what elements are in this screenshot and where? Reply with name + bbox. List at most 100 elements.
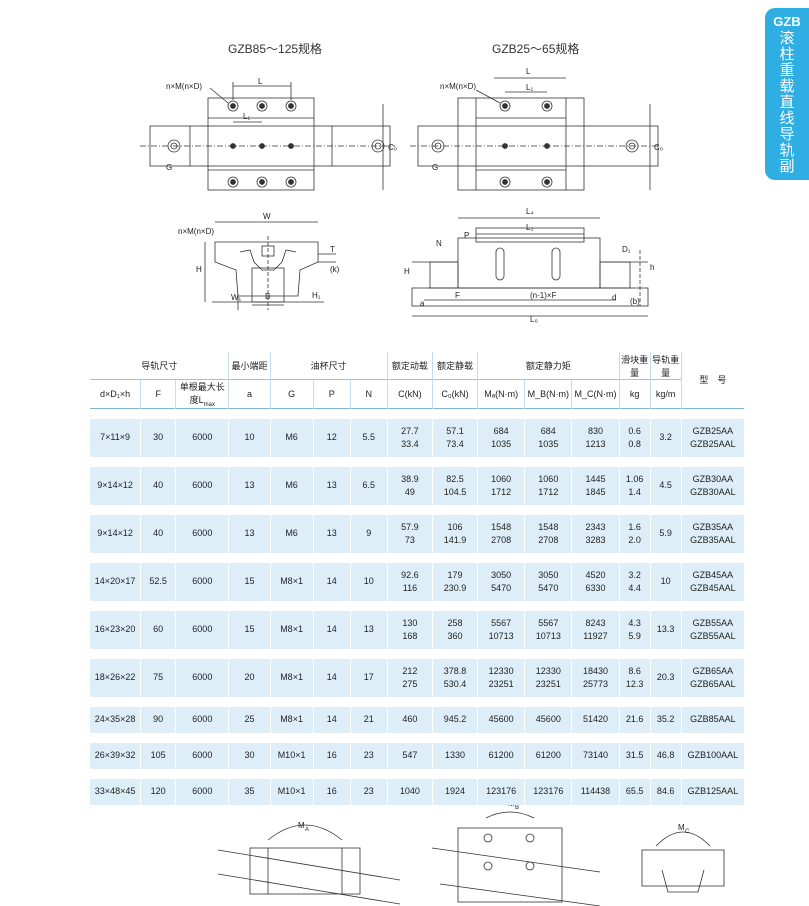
cell-line: 18430 [582, 665, 608, 676]
cell-mb: 45600 [524, 706, 572, 733]
cell-n: 23 [349, 778, 388, 805]
header-static-moment: 额定静力矩 [477, 352, 620, 380]
row-spacer [90, 648, 744, 659]
cell-line: GZB65AA [692, 665, 734, 676]
cell-p: 14 [312, 706, 351, 733]
cell-g: M8×1 [269, 658, 314, 697]
cell-ddh: 18×26×22 [94, 672, 136, 683]
cell-line: GZB65AAL [690, 678, 736, 689]
cell-mb: 123176 [524, 778, 572, 805]
cell-line: 684 [540, 425, 556, 436]
cell-line: GZB125AAL [687, 786, 739, 797]
cell-line: GZB100AAL [687, 750, 739, 761]
cell-line: 114438 [580, 786, 611, 797]
cell-line: 2.0 [628, 534, 641, 545]
header-rail-size: 导轨尺寸 [141, 361, 178, 371]
cell-line: 38.9 [401, 473, 419, 484]
cell-line: 1.6 [628, 521, 641, 532]
cell-kgm: 46.8 [649, 742, 682, 769]
cell-line: 1035 [491, 438, 512, 449]
cell-a: 15 [228, 610, 271, 649]
cell-f: 52.5 [140, 562, 176, 601]
header-oil-cup: 油杯尺寸 [269, 352, 388, 380]
cell-f: 75 [140, 658, 176, 697]
col-Lmax-label: 单根最大长度L [179, 382, 225, 405]
row-spacer [90, 696, 744, 707]
header-dynamic-load: 额定动载 [386, 352, 433, 380]
drawing-label-d1: D₁ [622, 245, 631, 254]
cell-model: GZB85AAL [680, 706, 744, 733]
drawing-label-ma: M [298, 821, 305, 830]
cell-line: 10713 [535, 630, 561, 641]
cell-line: 179 [447, 569, 463, 580]
cell-l: 6000 [175, 658, 229, 697]
figure-title-right: GZB25～65规格 [492, 42, 580, 56]
cell-f: 30 [140, 418, 176, 457]
cell-line: 5567 [538, 617, 559, 628]
col-G: G [269, 379, 314, 409]
drawing-label-h: h [650, 263, 654, 272]
cell-line: GZB45AA [692, 569, 734, 580]
cell-line: GZB45AAL [690, 582, 736, 593]
cell-line: 3.2 [628, 569, 641, 580]
cell-g: M10×1 [269, 778, 314, 805]
cell-line: 3050 [491, 569, 512, 580]
cell-kgm: 13.3 [649, 610, 682, 649]
cell-l: 6000 [175, 706, 229, 733]
drawing-label-l2: L₂ [526, 223, 534, 232]
cell-kg: 21.6 [618, 706, 651, 733]
cell-line: 2708 [491, 534, 512, 545]
cell-ddh: 26×39×32 [94, 750, 136, 761]
cell-c: 1040 [386, 778, 433, 805]
side-tab-char: 重 [779, 62, 795, 79]
row-spacer [90, 732, 744, 743]
cell-line: GZB30AAL [690, 486, 736, 497]
drawing-label-h1: H₁ [312, 291, 321, 300]
side-tab-char: 副 [779, 158, 795, 175]
cell-line: 378.8 [443, 665, 467, 676]
header-min-end: 最小端距 [228, 352, 271, 380]
side-view-drawing [411, 217, 649, 317]
cell-line: 2343 [585, 521, 606, 532]
drawing-label-g: G [166, 163, 172, 172]
cell-line: 1712 [538, 486, 559, 497]
moment-diagram-a [217, 824, 401, 905]
cell-line: GZB30AA [692, 473, 734, 484]
cell-line: 830 [587, 425, 603, 436]
cell-line: 12.3 [625, 678, 644, 689]
drawing-label-nm: n×M(n×D) [178, 227, 214, 236]
cell-c0: 1330 [431, 742, 478, 769]
cell-g: M6 [269, 514, 314, 553]
spec-table: 导轨尺寸 最小端距 油杯尺寸 额定动载 额定静载 额定静力矩 滑块重量 导轨重量… [90, 352, 744, 805]
cell-f: 120 [140, 778, 176, 805]
cell-line: 1548 [491, 521, 512, 532]
cell-line: 12330 [488, 665, 514, 676]
cell-line: 1.06 [625, 473, 644, 484]
cell-line: 547 [402, 750, 418, 761]
row-spacer-cell [90, 732, 744, 743]
drawing-label-n: N [436, 239, 442, 248]
cell-line: 212 [402, 665, 418, 676]
cell-n: 13 [349, 610, 388, 649]
cell-line: 45600 [488, 714, 514, 725]
side-tab-char: 载 [779, 78, 795, 95]
cell-n: 9 [349, 514, 388, 553]
col-C: C(kN) [386, 379, 433, 409]
cell-line: 3050 [538, 569, 559, 580]
cell-f: 40 [140, 466, 176, 505]
drawing-label-l: L [526, 67, 531, 76]
cell-line: 123176 [533, 786, 564, 797]
header-model: 型 号 [680, 352, 744, 409]
cell-line: 25773 [582, 678, 608, 689]
row-spacer [90, 552, 744, 563]
drawing-label-h: H [404, 267, 410, 276]
